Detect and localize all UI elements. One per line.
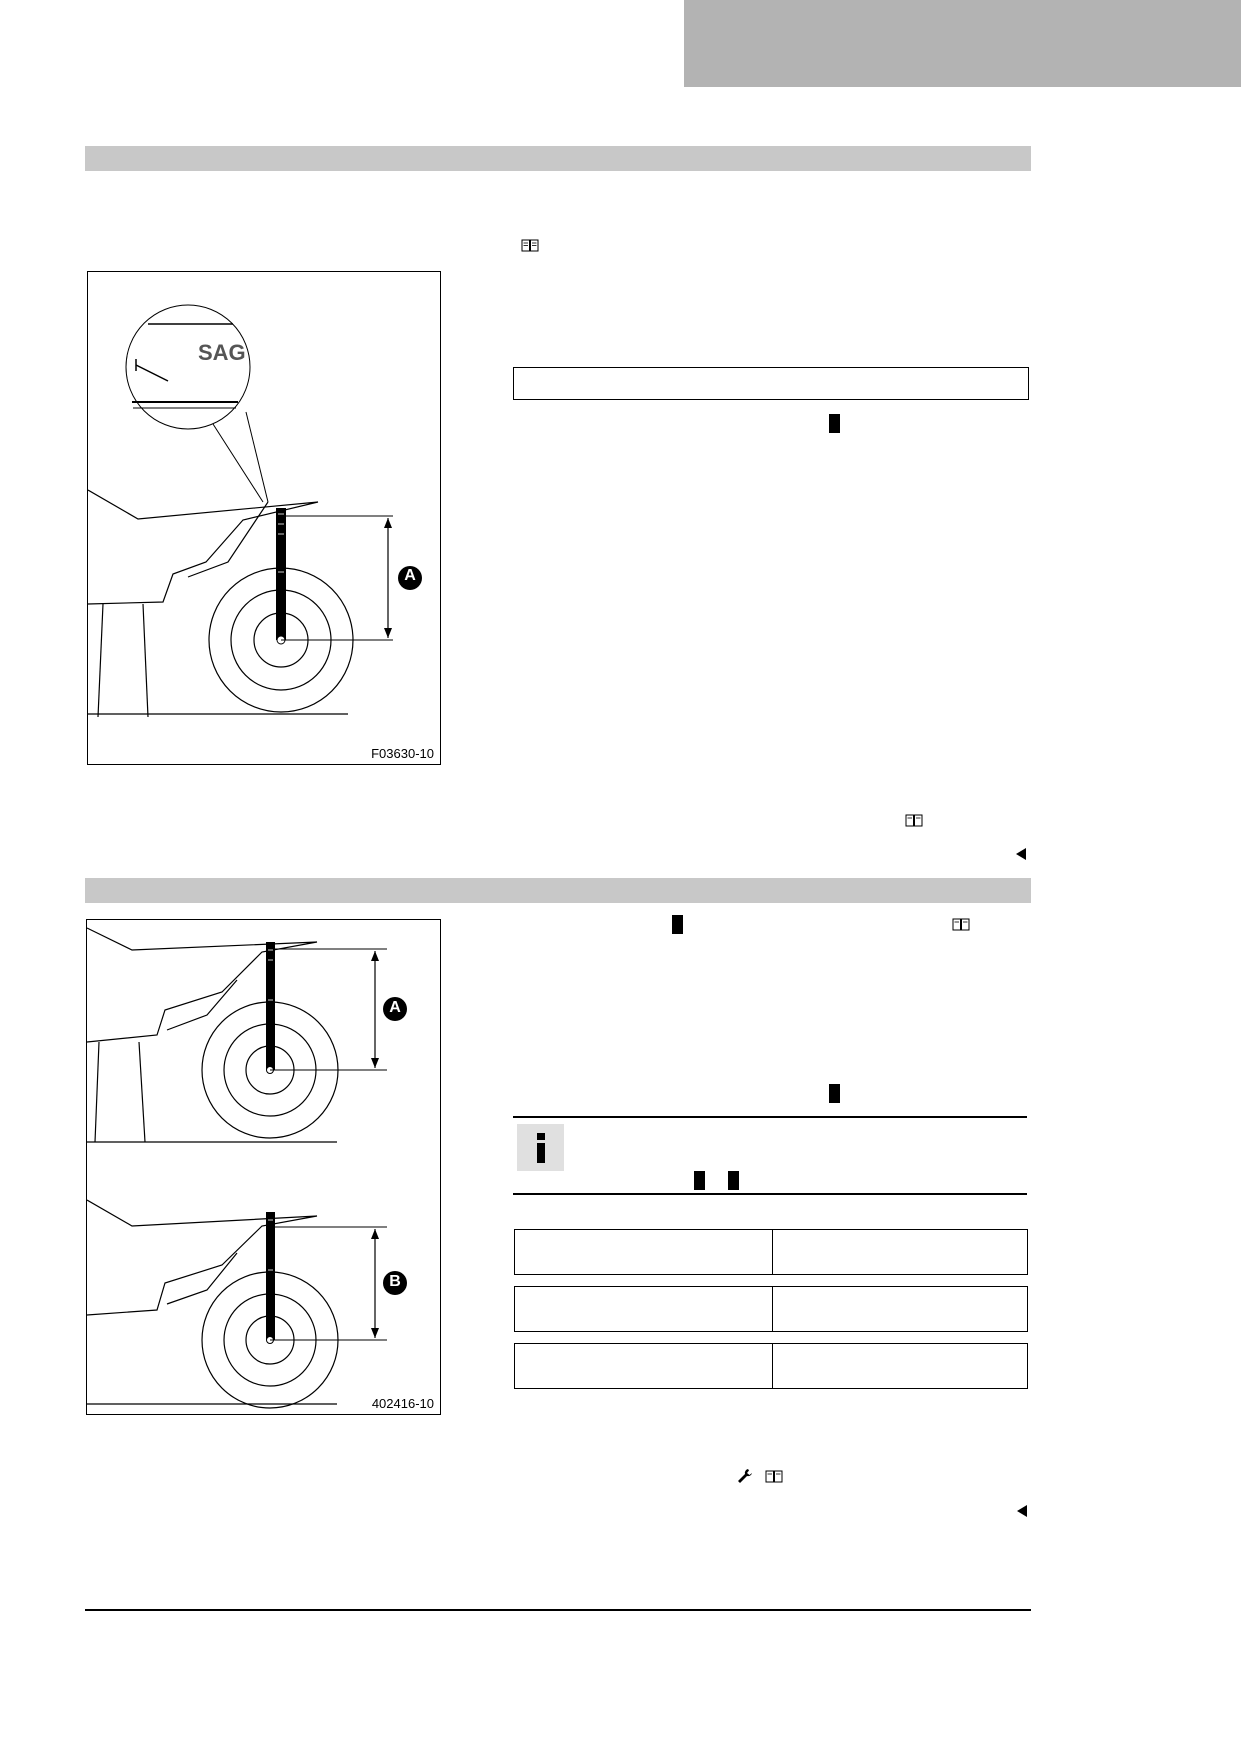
callout-marker <box>829 414 840 433</box>
info-icon <box>517 1124 564 1171</box>
spec-cell <box>515 1344 773 1388</box>
measure-figure: A B 402416-10 <box>86 919 441 1415</box>
measure-illustration <box>86 927 407 1409</box>
end-triangle-icon <box>1016 848 1026 860</box>
chapter-tab <box>684 0 1241 87</box>
callout-marker <box>694 1171 705 1190</box>
book-icon[interactable] <box>765 1469 783 1484</box>
marker-b: B <box>389 1273 401 1290</box>
info-bottom-rule <box>513 1193 1027 1195</box>
sag-label: SAG <box>198 340 246 365</box>
spec-row <box>514 1229 1028 1275</box>
value-box <box>513 367 1029 400</box>
sag-figure: SAG A F03630-10 <box>87 271 441 765</box>
spec-cell <box>773 1230 1027 1274</box>
spec-row <box>514 1286 1028 1332</box>
book-icon[interactable] <box>952 917 970 932</box>
spec-cell <box>773 1287 1027 1331</box>
spec-cell <box>515 1230 773 1274</box>
book-icon[interactable] <box>905 813 923 828</box>
spec-cell <box>773 1344 1027 1388</box>
wrench-icon <box>738 1469 752 1483</box>
sag-illustration <box>87 304 422 718</box>
section-header-bar-2 <box>85 878 1031 903</box>
figure-code: 402416-10 <box>371 1396 434 1411</box>
marker-a: A <box>404 567 416 584</box>
book-icon[interactable] <box>521 238 539 253</box>
end-triangle-icon <box>1017 1505 1027 1517</box>
callout-marker <box>829 1084 840 1103</box>
spec-row <box>514 1343 1028 1389</box>
footer-rule <box>85 1609 1031 1611</box>
callout-marker <box>728 1171 739 1190</box>
info-top-rule <box>513 1116 1027 1118</box>
marker-a: A <box>389 999 401 1016</box>
figure-code: F03630-10 <box>371 746 434 761</box>
section-header-bar-1 <box>85 146 1031 171</box>
spec-cell <box>515 1287 773 1331</box>
callout-marker <box>672 915 683 934</box>
